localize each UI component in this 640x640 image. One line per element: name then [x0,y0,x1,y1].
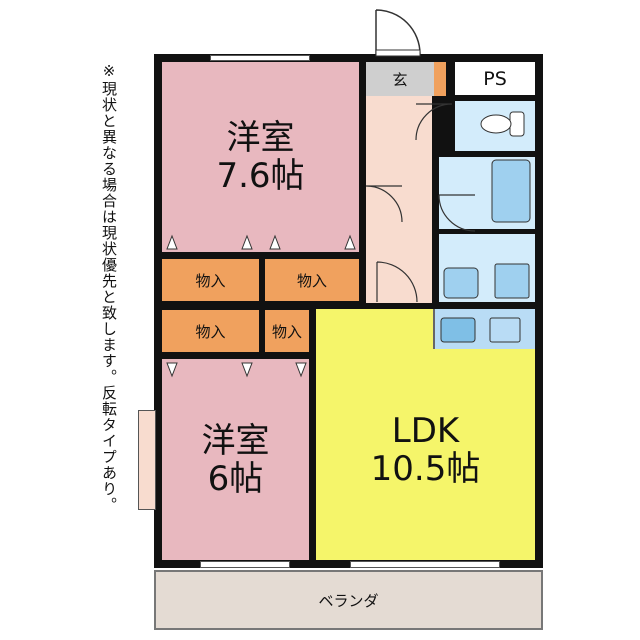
pipe-space: PS [455,62,535,95]
storage-1-label: 物入 [195,271,226,290]
western-room-1-size: 7.6帖 [216,156,305,196]
entrance: 玄 [366,62,434,96]
window-top [210,55,310,61]
ldk-room: LDK 10.5帖 [316,309,535,560]
storage-1: 物入 [162,259,259,301]
window-bottom-right [350,561,500,568]
western-room-1-name: 洋室 [226,118,295,158]
storage-2-label: 物入 [296,271,327,290]
storage-3-label: 物入 [195,322,226,341]
western-room-2-size: 6帖 [207,458,264,499]
pipe-space-label: PS [483,67,507,90]
window-left-bay [138,410,156,510]
disclaimer-note: ※現状と異なる場合は現状優先と致します。反転タイプあり。 [100,62,118,513]
veranda-label: ベランダ [318,591,379,610]
entrance-label: 玄 [392,70,408,89]
storage-3: 物入 [162,310,259,352]
ldk-name: LDK [391,410,460,451]
storage-2: 物入 [265,259,359,301]
window-bottom-left [200,561,290,568]
western-room-2-name: 洋室 [201,420,270,461]
ldk-size: 10.5帖 [370,448,481,489]
western-room-1: 洋室 7.6帖 [162,62,359,252]
storage-4: 物入 [265,310,309,352]
veranda: ベランダ [154,570,543,630]
storage-4-label: 物入 [271,322,302,341]
western-room-2: 洋室 6帖 [162,359,309,560]
entrance-step [434,62,446,96]
